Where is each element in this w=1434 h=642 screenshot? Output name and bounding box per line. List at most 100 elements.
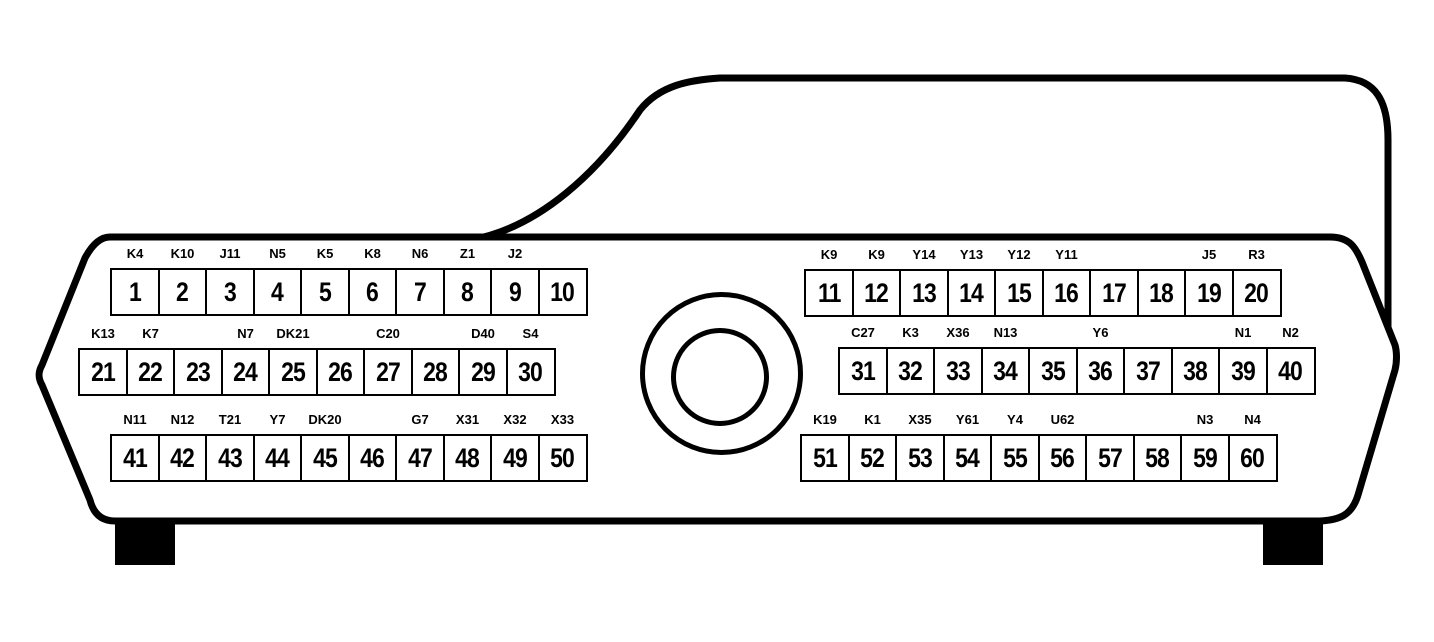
pin-number: 24: [233, 356, 259, 387]
pin-label: T21: [218, 412, 242, 427]
pin-57[interactable]: 57: [1085, 434, 1135, 482]
pin-label: Y14: [912, 247, 936, 262]
pin-38[interactable]: 38: [1170, 347, 1221, 395]
pin-label: K7: [142, 326, 159, 341]
pin-number: 10: [550, 276, 576, 307]
pin-number: 55: [1003, 442, 1028, 473]
pin-number: 33: [946, 355, 971, 386]
pin-number: 48: [455, 442, 481, 473]
pin-number: 5: [319, 276, 332, 307]
pin-17[interactable]: 17: [1089, 269, 1139, 317]
pin-number: 32: [898, 355, 924, 386]
pin-label: N3: [1196, 412, 1214, 427]
pin-26[interactable]: 26: [315, 348, 366, 396]
pin-48[interactable]: X31 48: [442, 412, 493, 482]
pin-label: X31: [455, 412, 480, 427]
pin-number: 12: [864, 277, 890, 308]
pin-46[interactable]: 46: [347, 434, 398, 482]
pin-number: 23: [186, 356, 211, 387]
pin-13[interactable]: Y14 13: [899, 247, 949, 317]
pin-number: 18: [1149, 277, 1175, 308]
pin-number: 17: [1102, 277, 1127, 308]
pin-number: 42: [170, 442, 196, 473]
pin-28[interactable]: 28: [410, 348, 461, 396]
pin-number: 59: [1193, 442, 1218, 473]
pin-number: 46: [360, 442, 386, 473]
pin-label: X35: [908, 412, 932, 427]
connector-hood-outline: [469, 74, 1392, 340]
pin-label: K1: [864, 412, 881, 427]
pin-12[interactable]: K9 12: [851, 247, 902, 317]
pin-59[interactable]: N3 59: [1180, 412, 1230, 482]
pin-58[interactable]: 58: [1132, 434, 1183, 482]
pin-label: C27: [851, 325, 875, 340]
pin-23[interactable]: 23: [173, 348, 223, 396]
pin-number: 50: [550, 442, 576, 473]
pin-label: C20: [376, 326, 400, 341]
pin-number: 36: [1088, 355, 1114, 386]
pin-37[interactable]: 37: [1123, 347, 1173, 395]
pin-number: 4: [271, 276, 285, 307]
pin-number: 3: [224, 276, 237, 307]
pin-number: 13: [912, 277, 937, 308]
pin-number: 16: [1054, 277, 1080, 308]
pin-label: Y61: [955, 412, 980, 427]
pin-36[interactable]: Y6 36: [1075, 325, 1126, 395]
pin-18[interactable]: 18: [1136, 269, 1187, 317]
pin-54[interactable]: Y61 54: [942, 412, 993, 482]
pin-number: 15: [1007, 277, 1032, 308]
pin-number: 47: [408, 442, 433, 473]
pin-number: 35: [1041, 355, 1066, 386]
pin-35[interactable]: 35: [1028, 347, 1078, 395]
center-socket-outer-ring: [640, 292, 803, 455]
pin-label: Y6: [1092, 325, 1109, 340]
pin-number: 54: [955, 442, 981, 473]
pin-10[interactable]: 10: [537, 268, 588, 316]
pin-label: K9: [868, 247, 885, 262]
